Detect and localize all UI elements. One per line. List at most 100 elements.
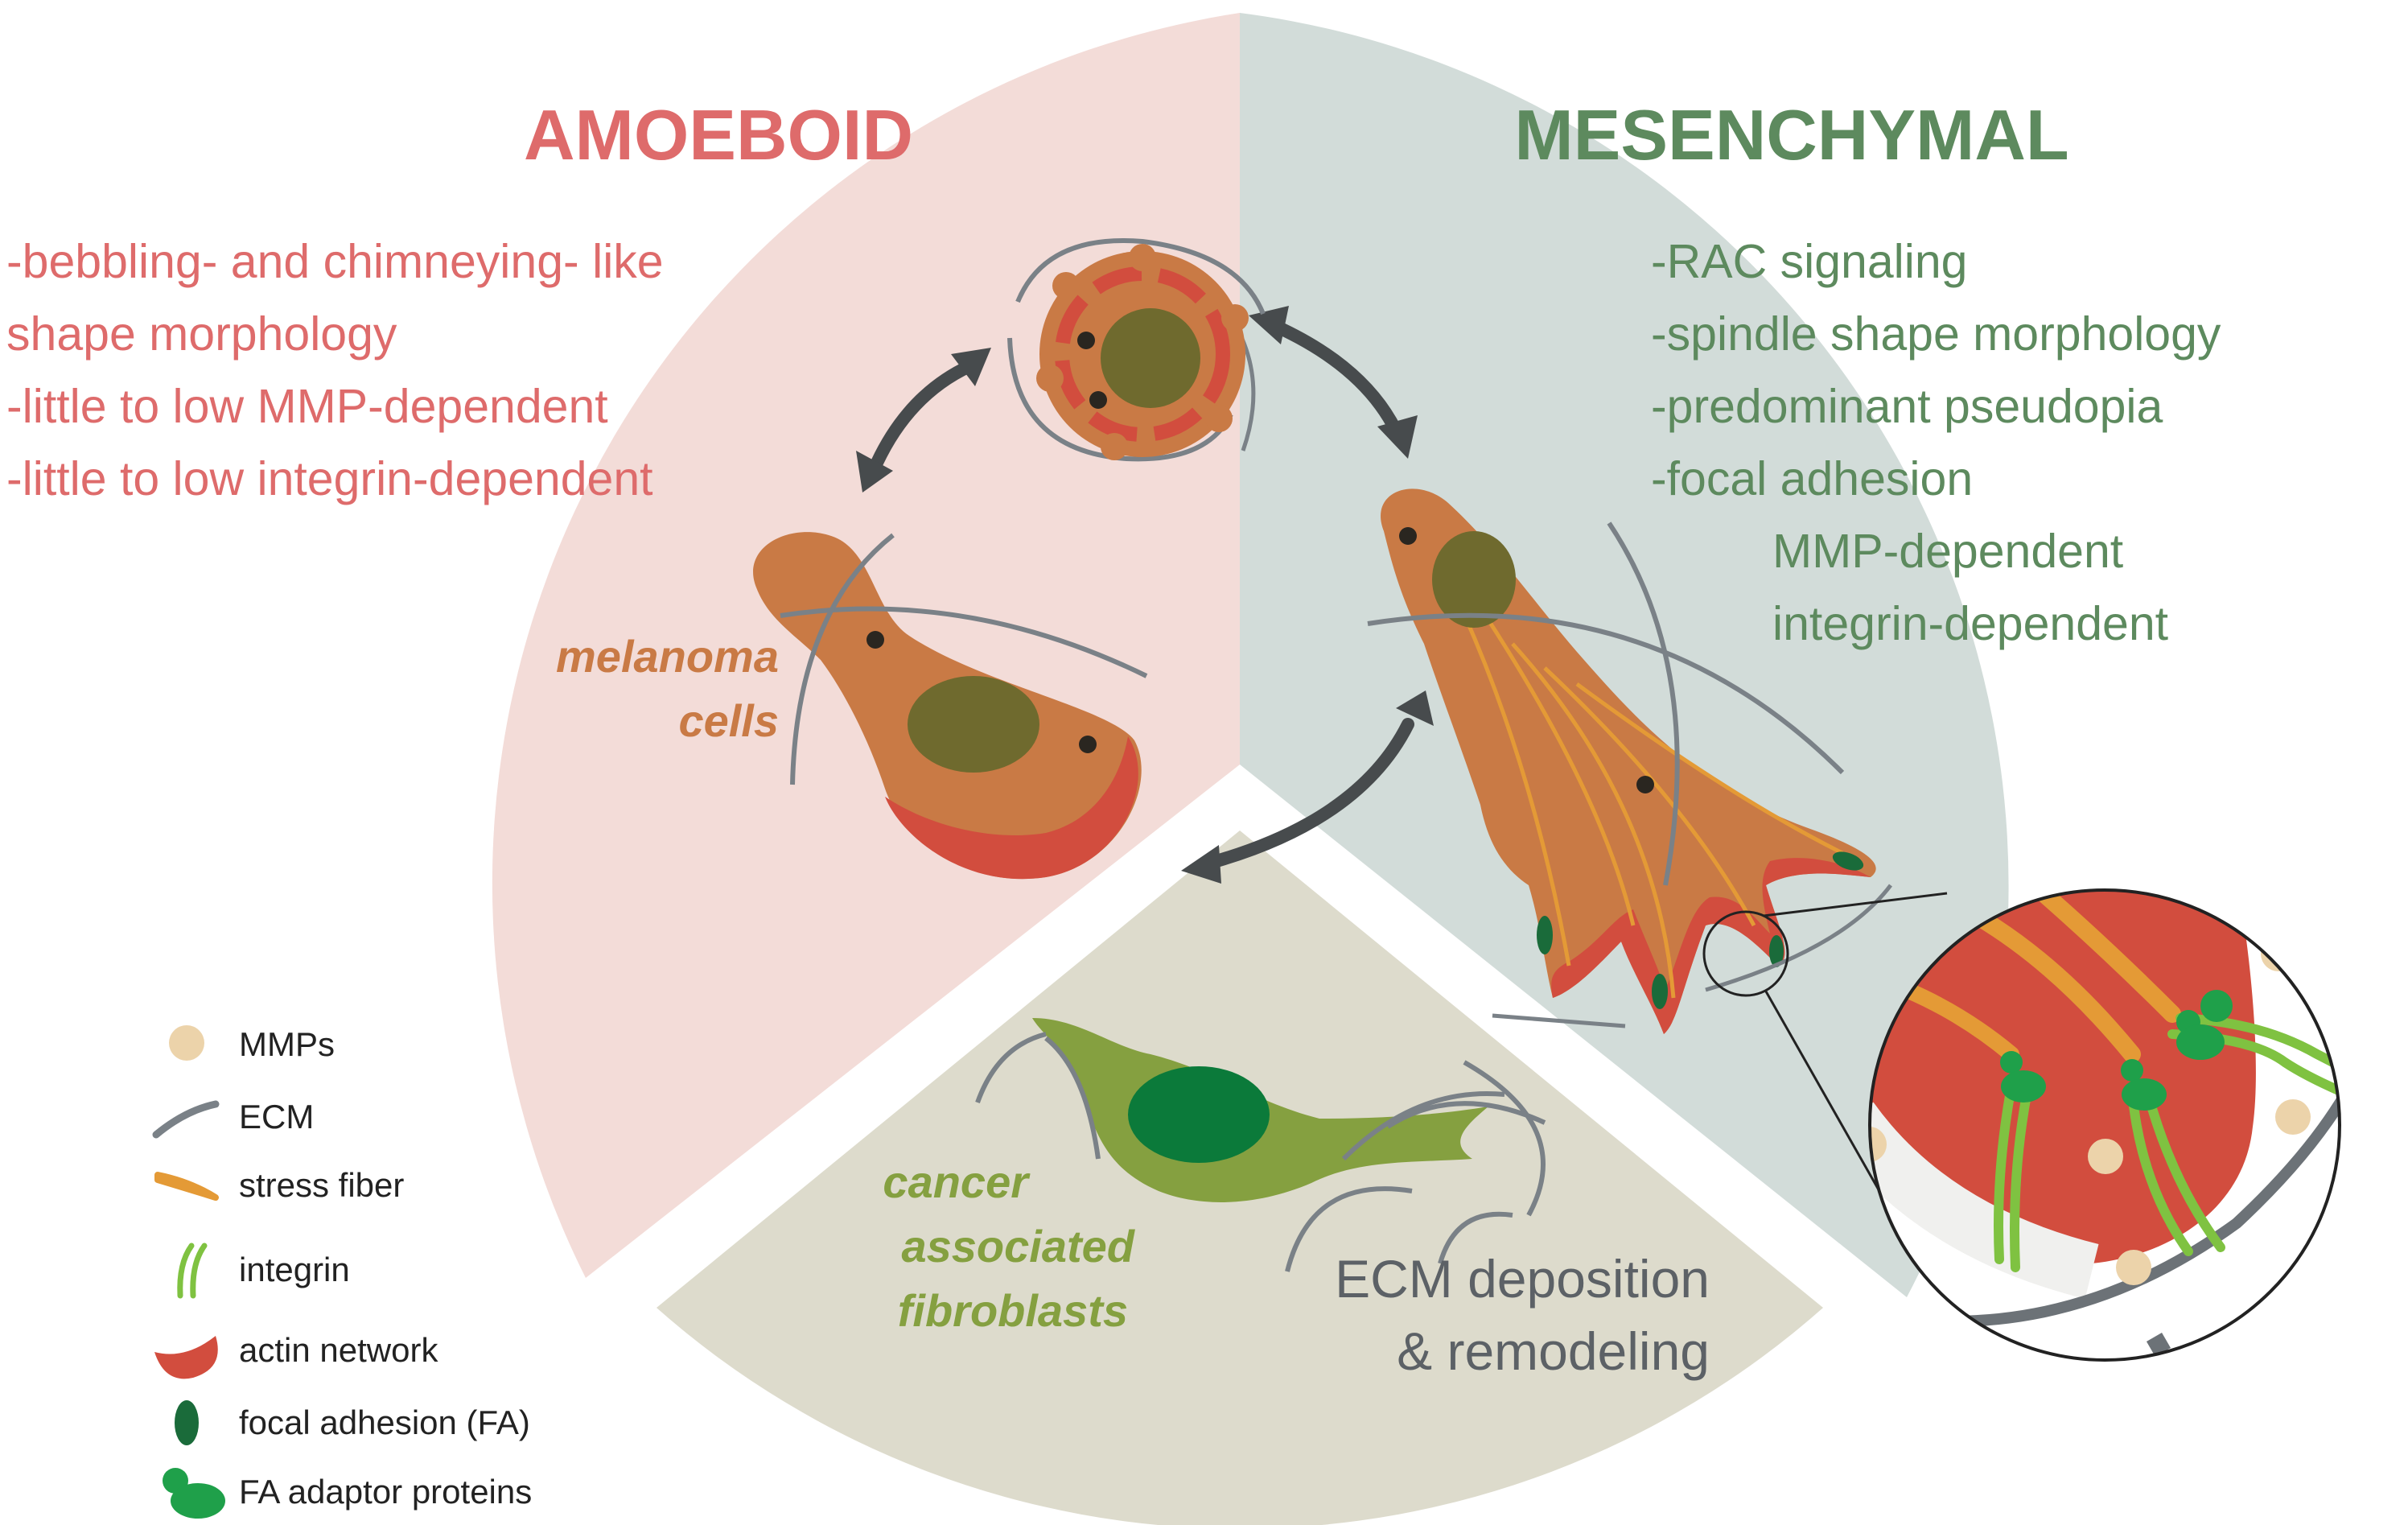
nucleus bbox=[908, 676, 1039, 773]
amoeboid-melanoma-cell bbox=[753, 532, 1148, 880]
ecm-remodeling-label: ECM deposition & remodeling bbox=[1335, 1249, 1710, 1381]
rounded-amoeboid-cell bbox=[1007, 238, 1266, 462]
mesenchymal-traits: -RAC signaling -spindle shape morphology… bbox=[1651, 235, 2221, 650]
legend: MMPs ECM stress fiber integrin actin net… bbox=[152, 1025, 532, 1519]
magnify-circle bbox=[1702, 910, 1789, 997]
legend-labels: MMPs ECM stress fiber integrin actin net… bbox=[239, 1025, 532, 1511]
stress-fiber-icon bbox=[154, 1172, 219, 1201]
actin-network-icon bbox=[154, 1336, 218, 1379]
bleb bbox=[1036, 365, 1064, 392]
melanoma-label: melanoma cells bbox=[556, 631, 779, 746]
bleb bbox=[1101, 433, 1128, 460]
mesenchymal-cell bbox=[1367, 488, 1948, 1240]
nucleus bbox=[1128, 1066, 1270, 1163]
ecm-label-line: & remodeling bbox=[1397, 1321, 1710, 1381]
legend-label: ECM bbox=[239, 1098, 314, 1136]
ecm-fiber bbox=[1492, 1013, 1626, 1028]
melanoma-label-line: cells bbox=[678, 695, 779, 746]
mesenchymal-trait: MMP-dependent bbox=[1772, 525, 2123, 578]
mesenchymal-sector bbox=[1240, 13, 2009, 1297]
mmp-dot-icon bbox=[169, 1025, 204, 1061]
arrow-mesenchymal-caf bbox=[1204, 718, 1414, 869]
arrowhead-3a bbox=[1396, 690, 1434, 726]
mesenchymal-trait: -RAC signaling bbox=[1651, 235, 1968, 288]
ecm-fiber bbox=[1607, 521, 1680, 886]
bleb bbox=[1129, 244, 1156, 271]
bleb bbox=[1052, 272, 1080, 299]
arrow-amoeboid-rounded bbox=[871, 360, 976, 469]
amoeboid-title: AMOEBOID bbox=[524, 95, 913, 175]
inset-border bbox=[1868, 888, 2341, 1362]
fa-adaptor-icon bbox=[163, 1468, 225, 1519]
fibroblast-cell bbox=[975, 1018, 1546, 1272]
ecm-fiber bbox=[1285, 1186, 1413, 1272]
caf-label-line: fibroblasts bbox=[898, 1285, 1128, 1336]
caf-label-line: associated bbox=[902, 1221, 1136, 1272]
bleb bbox=[1205, 405, 1233, 432]
ecm-label-line: ECM deposition bbox=[1335, 1249, 1710, 1309]
ecm-fiber bbox=[1341, 1091, 1505, 1161]
arrowhead-1a bbox=[951, 348, 991, 386]
ecm-fiber bbox=[790, 533, 895, 785]
actin-ring bbox=[1055, 266, 1230, 442]
zoom-inset bbox=[1868, 888, 2341, 1362]
focal-adhesion-icon bbox=[175, 1400, 199, 1445]
nucleus bbox=[1432, 531, 1516, 628]
focal-adhesion bbox=[1537, 916, 1553, 954]
ecm-fiber bbox=[1463, 1060, 1546, 1217]
actin-edge bbox=[1551, 858, 1871, 1034]
arrow-rounded-mesenchymal bbox=[1269, 319, 1402, 437]
mesenchymal-trait: -predominant pseudopia bbox=[1651, 380, 2163, 433]
ecm-fiber bbox=[1438, 1211, 1513, 1264]
legend-label: MMPs bbox=[239, 1025, 335, 1063]
arrowhead-3b bbox=[1181, 845, 1221, 884]
legend-label: FA adaptor proteins bbox=[239, 1473, 532, 1511]
amoeboid-trait: -little to low MMP-dependent bbox=[6, 380, 608, 433]
inset-stress-fiber bbox=[1970, 909, 2141, 1063]
amoeboid-traits: -bebbling- and chimneying- like shape mo… bbox=[6, 235, 664, 505]
mesenchymal-trait: -spindle shape morphology bbox=[1651, 307, 2221, 361]
legend-label: focal adhesion (FA) bbox=[239, 1403, 530, 1441]
zoom-line bbox=[1763, 892, 1948, 917]
amoeboid-trait: -bebbling- and chimneying- like bbox=[6, 235, 664, 288]
centrosome bbox=[1079, 736, 1097, 753]
ecm-fiber bbox=[1044, 1036, 1101, 1160]
legend-label: actin network bbox=[239, 1331, 438, 1369]
mesenchymal-trait: integrin-dependent bbox=[1772, 597, 2168, 650]
integrin-icon bbox=[177, 1243, 208, 1299]
inset-stress-fiber bbox=[1899, 982, 2019, 1062]
centrosome bbox=[1636, 776, 1654, 793]
cell-body bbox=[1381, 488, 1876, 1034]
transition-arrows bbox=[856, 306, 1434, 884]
centrosome bbox=[1399, 527, 1417, 545]
focal-adhesion bbox=[1769, 935, 1784, 967]
bleb bbox=[1221, 304, 1249, 332]
centrosome bbox=[866, 631, 884, 649]
arrowhead-1b bbox=[856, 451, 893, 493]
mesenchymal-title: MESENCHYMAL bbox=[1514, 95, 2068, 175]
ecm-fiber bbox=[1015, 238, 1266, 315]
caf-label-line: cancer bbox=[883, 1156, 1031, 1207]
arrowhead-2b bbox=[1377, 415, 1418, 459]
mesenchymal-trait: -focal adhesion bbox=[1651, 452, 1973, 505]
actin-cap bbox=[885, 736, 1138, 880]
melanoma-label-line: melanoma bbox=[556, 631, 779, 682]
amoeboid-trait: -little to low integrin-dependent bbox=[6, 452, 653, 505]
focal-adhesion bbox=[1652, 974, 1668, 1009]
inset-stress-fiber bbox=[2035, 890, 2181, 1023]
centrosome bbox=[1077, 332, 1095, 349]
legend-label: stress fiber bbox=[239, 1166, 404, 1204]
caf-label: cancer associated fibroblasts bbox=[883, 1156, 1135, 1336]
focal-adhesion bbox=[1832, 851, 1864, 871]
nucleus bbox=[1101, 308, 1200, 408]
legend-label: integrin bbox=[239, 1251, 350, 1288]
stress-fibers bbox=[1438, 562, 1844, 999]
ecm-fiber bbox=[975, 1032, 1047, 1104]
centrosome bbox=[1089, 391, 1107, 409]
inset-adaptors bbox=[2000, 990, 2233, 1111]
ecm-fiber bbox=[1367, 612, 1845, 775]
inset-actin bbox=[1870, 890, 2256, 1264]
arrowhead-2a bbox=[1249, 306, 1289, 344]
ecm-fiber-icon bbox=[152, 1100, 220, 1139]
